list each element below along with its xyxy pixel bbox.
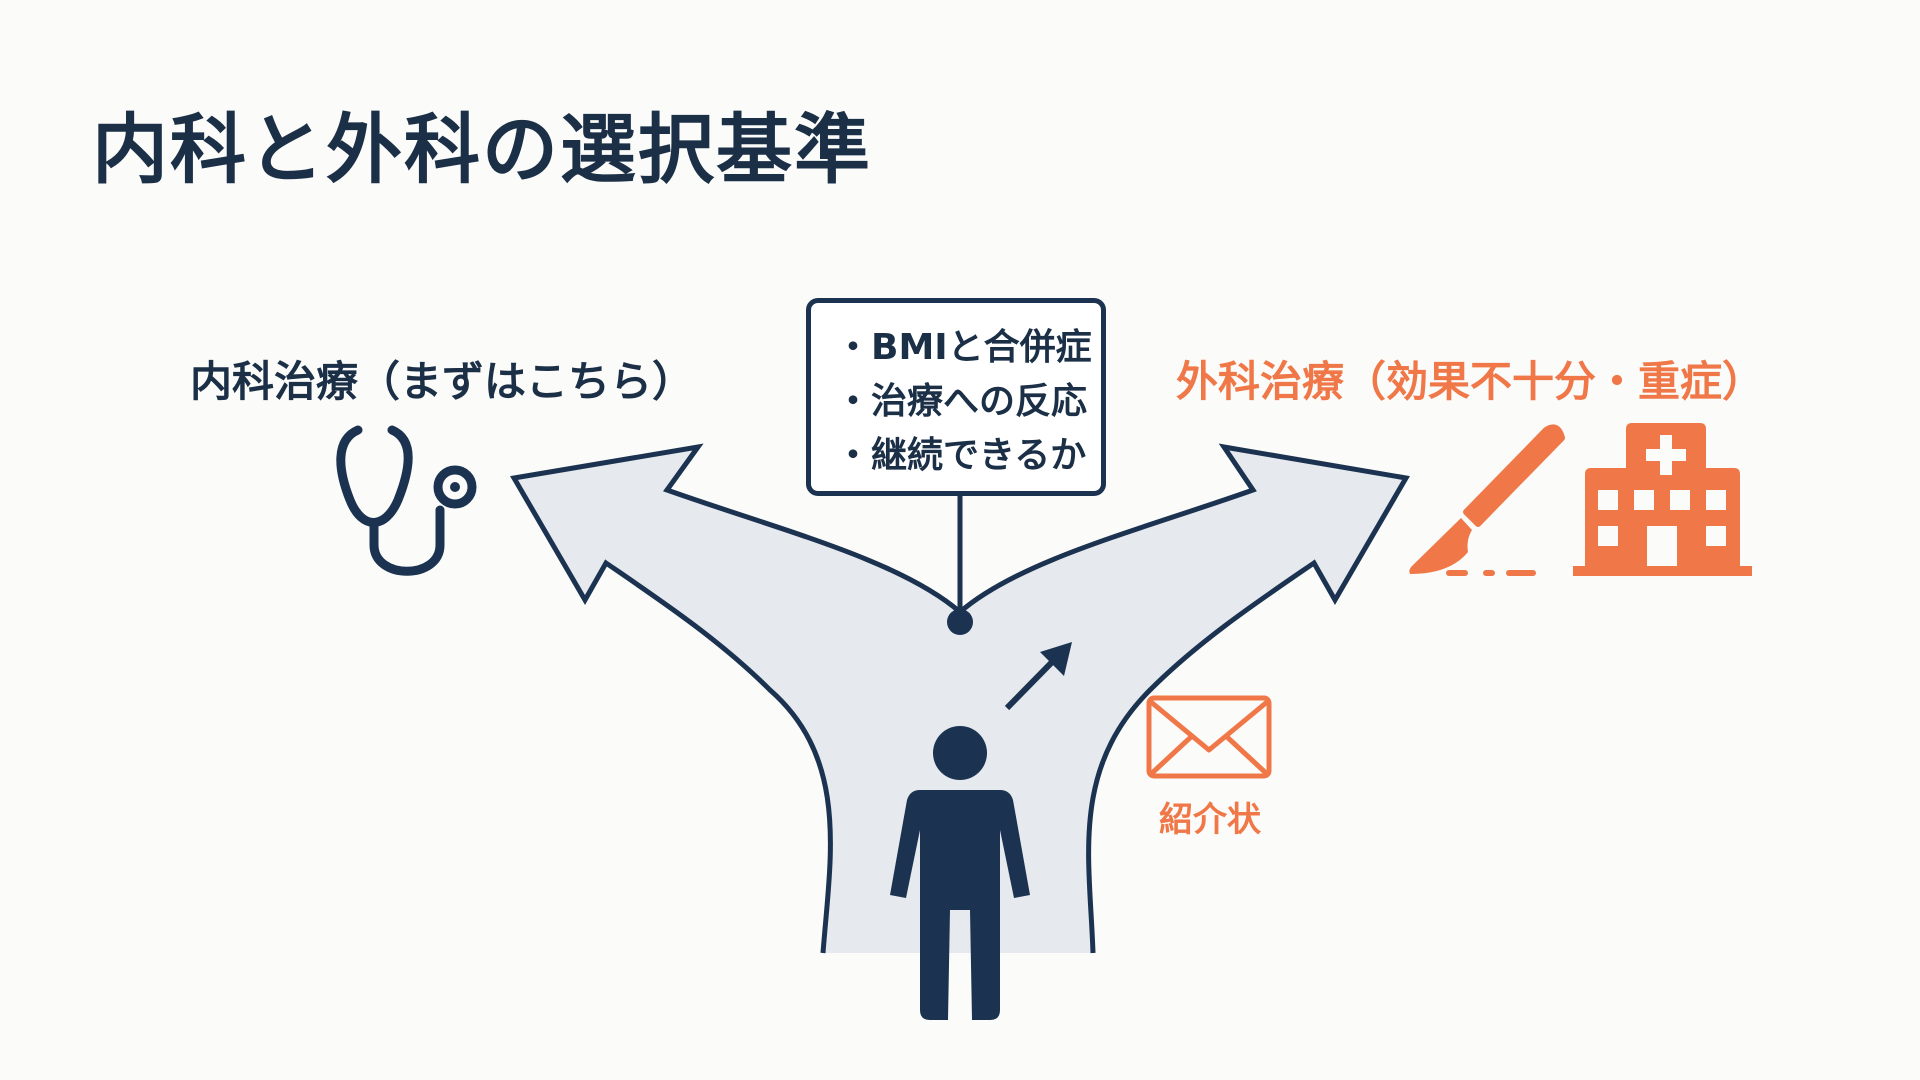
envelope-icon	[1146, 695, 1272, 779]
surgery-label: 外科治療（効果不十分・重症）	[1176, 357, 1765, 406]
internal-medicine-label: 内科治療（まずはこちら）	[190, 357, 695, 406]
criteria-item: ・継続できるか	[835, 435, 1087, 476]
hospital-icon	[1573, 423, 1752, 576]
stethoscope-icon	[336, 425, 477, 576]
criteria-box: ・BMIと合併症 ・治療への反応 ・継続できるか	[806, 298, 1106, 496]
criteria-item: ・BMIと合併症	[835, 327, 1092, 368]
slide-title: 内科と外科の選択基準	[92, 105, 872, 194]
scalpel-icon	[1409, 424, 1565, 576]
person-icon	[890, 726, 1030, 1020]
direction-arrow-icon	[1004, 642, 1072, 711]
referral-letter-label: 紹介状	[1159, 800, 1261, 840]
criteria-item: ・治療への反応	[835, 381, 1088, 422]
fork-point-dot	[947, 609, 973, 635]
